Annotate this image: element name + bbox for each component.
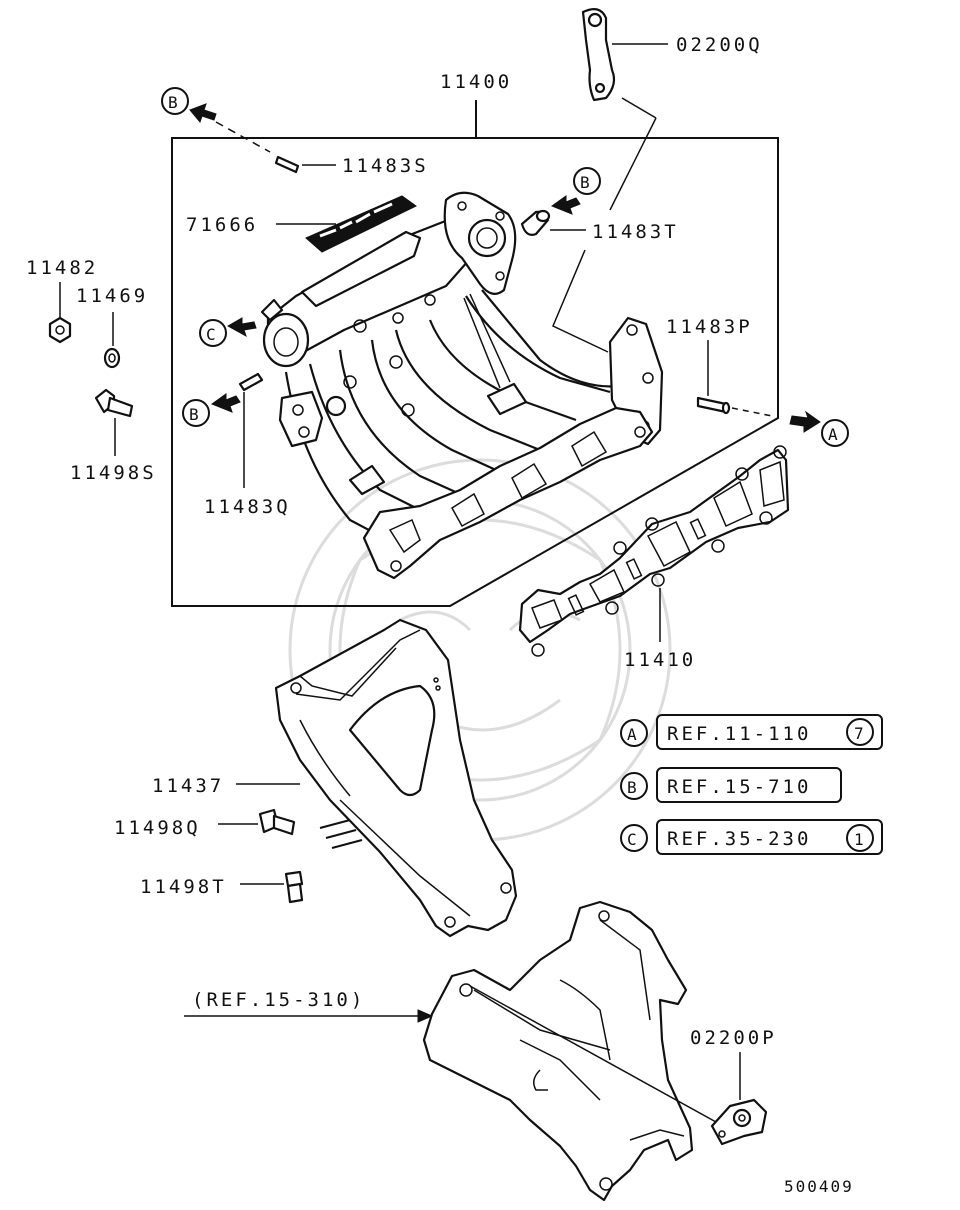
reference-row-b: B REF.15-710 — [620, 767, 842, 803]
part-label-02200Q: 02200Q — [676, 34, 763, 56]
marker-b-top: B — [161, 87, 271, 153]
bracket-02200P: 02200P — [690, 1027, 777, 1146]
svg-text:C: C — [206, 325, 216, 344]
pin-11483Q: B 11483Q — [182, 372, 291, 518]
part-label-11437: 11437 — [152, 775, 224, 797]
stay-11437: 11437 — [152, 618, 518, 938]
part-label-11483S: 11483S — [342, 155, 429, 177]
part-label-11483T: 11483T — [592, 221, 679, 243]
reference-text-c: REF.35-230 — [667, 828, 811, 850]
reference-text-b: REF.15-710 — [667, 776, 811, 798]
part-label-11410: 11410 — [624, 649, 696, 671]
fasteners-left: 11482 11469 11498S — [26, 257, 157, 484]
reference-text-a: REF.11-110 — [667, 723, 811, 745]
svg-text:B: B — [189, 405, 199, 424]
svg-text:C: C — [627, 830, 637, 849]
bracket-02200Q: 02200Q — [581, 7, 763, 211]
svg-text:A: A — [627, 725, 637, 744]
pin-11483S: 11483S — [274, 155, 429, 177]
part-label-11483P: 11483P — [666, 316, 753, 338]
part-label-11498Q: 11498Q — [114, 817, 201, 839]
reference-row-a: A REF.11-110 7 — [620, 714, 883, 750]
marker-c: C — [199, 317, 257, 347]
diagram-number: 500409 — [784, 1177, 854, 1196]
intake-manifold — [260, 191, 664, 580]
svg-text:A: A — [828, 425, 838, 444]
part-label-11498T: 11498T — [140, 876, 227, 898]
reference-row-c: C REF.35-230 1 — [620, 819, 883, 855]
svg-text:B: B — [627, 778, 637, 797]
bolt-11498T: 11498T — [140, 870, 304, 904]
part-label-11483Q: 11483Q — [204, 496, 291, 518]
exhaust-reference-label: (REF.15-310) — [192, 989, 365, 1011]
stud-11483P: 11483P A — [666, 316, 849, 447]
gasket-11410: 11410 — [518, 445, 790, 671]
part-label-11469: 11469 — [76, 285, 148, 307]
assembly-box — [171, 137, 779, 607]
svg-text:7: 7 — [854, 724, 864, 743]
part-label-11482: 11482 — [26, 257, 98, 279]
reference-table: A REF.11-110 7 B REF.15-710 C REF.35-230… — [620, 714, 883, 855]
svg-text:1: 1 — [854, 830, 864, 849]
part-label-11400: 11400 — [440, 71, 512, 93]
exhaust-manifold: (REF.15-310) — [184, 900, 717, 1202]
svg-text:B: B — [168, 93, 178, 112]
pin-11483T: B 11483T — [520, 167, 679, 353]
bolt-11498Q: 11498Q — [114, 808, 296, 839]
svg-text:B: B — [580, 173, 590, 192]
emblem-71666: 71666 — [186, 195, 417, 253]
part-label-11498S: 11498S — [70, 462, 157, 484]
part-label-02200P: 02200P — [690, 1027, 777, 1049]
part-label-71666: 71666 — [186, 214, 258, 236]
